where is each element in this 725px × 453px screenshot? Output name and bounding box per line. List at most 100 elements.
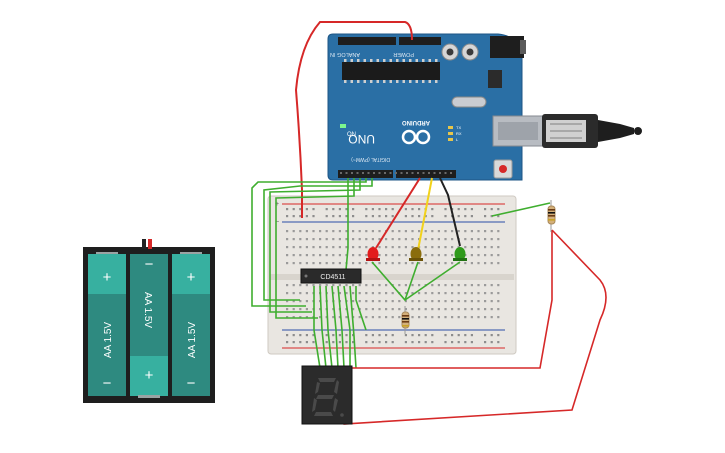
header-pin — [400, 172, 403, 174]
rail-minus-label: − — [275, 219, 279, 226]
breadboard-hole — [464, 308, 467, 311]
wire-green-4[interactable] — [275, 178, 355, 319]
breadboard-hole — [358, 246, 361, 249]
breadboard-hole — [385, 208, 388, 211]
header-pin — [417, 172, 419, 174]
resistor-seg[interactable] — [547, 200, 556, 232]
led-green[interactable] — [453, 247, 467, 261]
wire-seg-f[interactable] — [343, 285, 351, 368]
breadboard-hole — [358, 300, 361, 303]
chip-pin — [376, 80, 379, 83]
wire-yellow-led[interactable] — [417, 177, 433, 251]
breadboard[interactable]: + − — [267, 195, 517, 355]
breadboard-hole — [365, 292, 368, 295]
breadboard-hole — [365, 254, 368, 257]
breadboard-hole — [325, 284, 328, 287]
led-green-base — [453, 258, 467, 261]
chip-pin — [389, 59, 392, 62]
breadboard-hole — [286, 292, 289, 295]
led-red[interactable] — [366, 247, 380, 261]
breadboard-hole — [312, 284, 315, 287]
ic-cd4511[interactable]: CD4511 — [300, 268, 362, 284]
power-header[interactable] — [399, 37, 441, 45]
wire-green-rail[interactable] — [491, 202, 551, 217]
wire-seg-a[interactable] — [313, 286, 321, 369]
breadboard-hole — [378, 284, 381, 287]
power-jack[interactable] — [490, 36, 524, 58]
breadboard-hole — [457, 300, 460, 303]
breadboard-hole — [332, 230, 335, 233]
breadboard-hole — [338, 246, 341, 249]
wire-red-seg-2[interactable] — [352, 230, 553, 369]
wire-gnd-black[interactable] — [439, 177, 461, 247]
wire-5v-red[interactable] — [294, 21, 413, 218]
breadboard-hole — [358, 292, 361, 295]
wire-green-5[interactable] — [345, 178, 349, 271]
wire-seg-d[interactable] — [331, 285, 339, 369]
breadboard-hole — [497, 316, 500, 319]
battery-pack[interactable]: + − AA 1.5V − + AA 1.5V + − AA 1.5V — [83, 239, 215, 403]
breadboard-hole — [431, 215, 434, 218]
led-tx — [448, 126, 453, 129]
header-pin — [406, 172, 408, 174]
breadboard-hole — [424, 292, 427, 295]
wire-seg-e[interactable] — [337, 285, 345, 369]
battery-cell-3-label: AA 1.5V — [187, 322, 198, 358]
wire-seg-b[interactable] — [319, 285, 327, 369]
led-yellow[interactable] — [409, 247, 423, 261]
breadboard-hole — [477, 238, 480, 241]
wire-green-2[interactable] — [251, 178, 367, 307]
breadboard-hole — [312, 246, 315, 249]
digital-header-high[interactable] — [396, 170, 456, 178]
breadboard-hole — [312, 262, 315, 265]
breadboard-hole — [484, 254, 487, 257]
breadboard-hole — [371, 215, 374, 218]
led-red-body — [367, 247, 379, 261]
arduino-uno[interactable]: ANALOG IN POWER ARDUI — [327, 33, 642, 181]
breadboard-hole — [345, 254, 348, 257]
wire-ic-aux[interactable] — [355, 286, 367, 331]
battery-cell-3-minus: − — [187, 375, 196, 392]
wire-green-3[interactable] — [269, 178, 361, 313]
breadboard-hole — [391, 215, 394, 218]
breadboard-hole — [358, 284, 361, 287]
usb-cable-strain — [598, 120, 634, 142]
breadboard-hole — [286, 284, 289, 287]
breadboard-hole — [484, 238, 487, 241]
breadboard-hole — [338, 284, 341, 287]
wire-red-led[interactable] — [375, 177, 421, 249]
breadboard-hole — [299, 341, 302, 344]
breadboard-hole — [457, 208, 460, 211]
breadboard-hole — [299, 238, 302, 241]
breadboard-hole — [404, 284, 407, 287]
breadboard-hole — [365, 308, 368, 311]
digital-header-low[interactable] — [338, 170, 393, 178]
analog-header[interactable] — [338, 37, 396, 45]
wire-red-seg-common[interactable] — [335, 229, 607, 425]
breadboard-hole — [338, 238, 341, 241]
chip-pin — [344, 59, 347, 62]
wire-seg-c[interactable] — [325, 285, 333, 369]
header-pin — [428, 172, 430, 174]
breadboard-hole — [497, 262, 500, 265]
breadboard-hole — [305, 292, 308, 295]
battery-cell-3-plus: + — [187, 269, 196, 286]
wire-seg-g[interactable] — [349, 285, 357, 369]
seven-segment-display[interactable] — [301, 365, 353, 425]
breadboard-hole — [451, 341, 454, 344]
breadboard-hole — [365, 284, 368, 287]
breadboard-hole — [286, 246, 289, 249]
chip-pin — [370, 59, 373, 62]
on-label: ON — [347, 132, 356, 138]
breadboard-hole — [411, 230, 414, 233]
breadboard-hole — [352, 308, 355, 311]
breadboard-hole — [424, 334, 427, 337]
breadboard-hole — [404, 262, 407, 265]
wires[interactable] — [251, 21, 607, 425]
rail-plus-label: + — [275, 201, 279, 208]
wire-led-common-2[interactable] — [404, 261, 461, 301]
breadboard-hole — [418, 316, 421, 319]
breadboard-hole — [286, 230, 289, 233]
breadboard-hole — [325, 230, 328, 233]
resistor-led[interactable] — [401, 306, 410, 334]
